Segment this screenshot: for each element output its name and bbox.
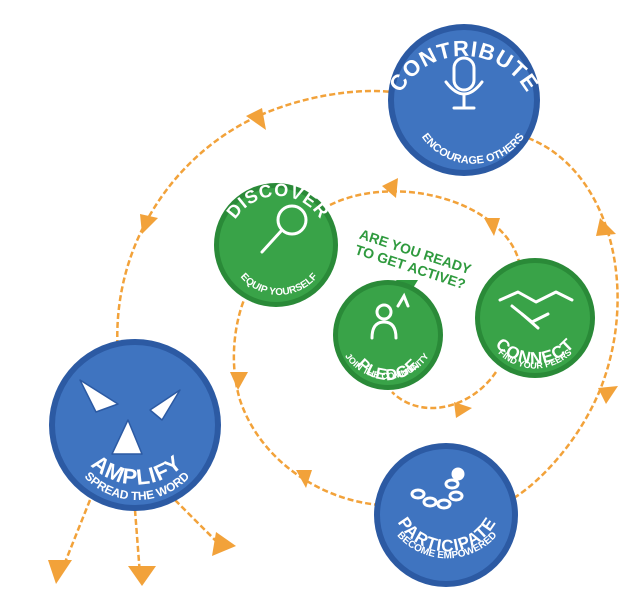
arrowhead [382,178,398,198]
arrowhead [454,402,472,418]
handshake-icon [498,290,574,330]
path-amplify-to-contribute [116,89,393,356]
arrowhead [296,470,312,488]
path-contribute-to-participate [509,136,619,502]
magnifier-icon [260,204,308,254]
path-connect-to-pledge [391,371,498,410]
arrowhead [128,566,156,586]
node-contribute[interactable]: CONTRIBUTE ENCOURAGE OTHERS [384,24,544,176]
arrowhead [140,214,158,234]
arrowhead [484,218,500,236]
node-amplify[interactable]: AMPLIFY SPREAD THE WORD [49,339,221,511]
arrowhead [596,218,616,236]
microphone-icon [444,56,484,110]
paper-planes-icon [79,379,181,455]
arrowhead [598,386,618,404]
flow-arrows [48,108,618,586]
arrowhead [48,560,72,584]
path-discover-to-connect [329,190,522,271]
node-discover[interactable]: DISCOVER EQUIP YOURSELF [214,180,338,307]
path-participate-to-discover [232,299,381,507]
arrowhead [212,532,236,556]
chain-links-icon [410,467,465,510]
node-connect[interactable]: CONNECT FIND YOUR PEERS [475,258,595,378]
node-participate[interactable]: PARTICIPATE BECOME EMPOWERED [374,443,518,587]
arrowhead [230,372,248,390]
raised-hand-person-icon [370,292,410,340]
path-amplify-out-2 [133,509,142,576]
arrowhead [246,108,266,130]
node-pledge[interactable]: PLEDGE JOIN THE COMMUNITY [333,280,443,390]
